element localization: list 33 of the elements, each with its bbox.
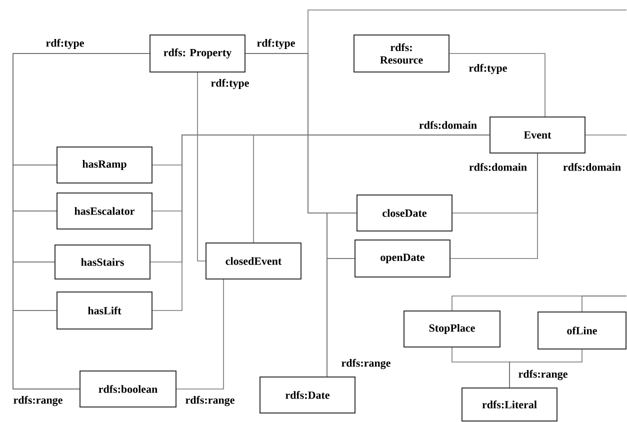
edge-label: rdfs:range — [184, 394, 236, 408]
concept-box: hasStairs — [54, 244, 150, 280]
concept-box: rdfs:Literal — [462, 388, 558, 422]
concept-box: rdfs: Property — [150, 34, 246, 72]
edge-label: rdfs:range — [340, 358, 392, 370]
concept-box: openDate — [354, 240, 450, 278]
concept-box: hasLift — [56, 292, 152, 330]
concept-box: rdfs:boolean — [80, 370, 176, 408]
edge-label: rdfs:range — [517, 368, 569, 382]
connector-line — [582, 296, 627, 312]
connector-line — [12, 310, 80, 390]
concept-box: closeDate — [356, 194, 452, 232]
concept-box: StopPlace — [404, 310, 500, 348]
connector-line — [509, 349, 582, 388]
edge-label: rdfs:domain — [418, 120, 478, 130]
concept-box: ofLine — [538, 312, 626, 350]
concept-box: rdfs: Resource — [354, 34, 450, 72]
connector-line — [326, 258, 355, 377]
connector-line — [253, 134, 490, 243]
connector-line — [197, 72, 206, 262]
concept-box: Event — [490, 116, 586, 154]
concept-box: closedEvent — [206, 242, 302, 280]
connector-line — [245, 10, 627, 54]
connector-line — [176, 279, 224, 390]
edge-label: rdfs:range — [12, 394, 64, 408]
edge-label: rdfs:domain — [562, 162, 622, 172]
connector-line — [585, 134, 627, 136]
edge-label: rdfs:domain — [468, 162, 528, 172]
concept-box: hasRamp — [56, 146, 152, 184]
concept-box: hasEscalator — [56, 192, 152, 230]
connector-line — [450, 153, 538, 259]
concept-box: rdfs:Date — [260, 376, 356, 414]
connector-line — [449, 53, 546, 117]
